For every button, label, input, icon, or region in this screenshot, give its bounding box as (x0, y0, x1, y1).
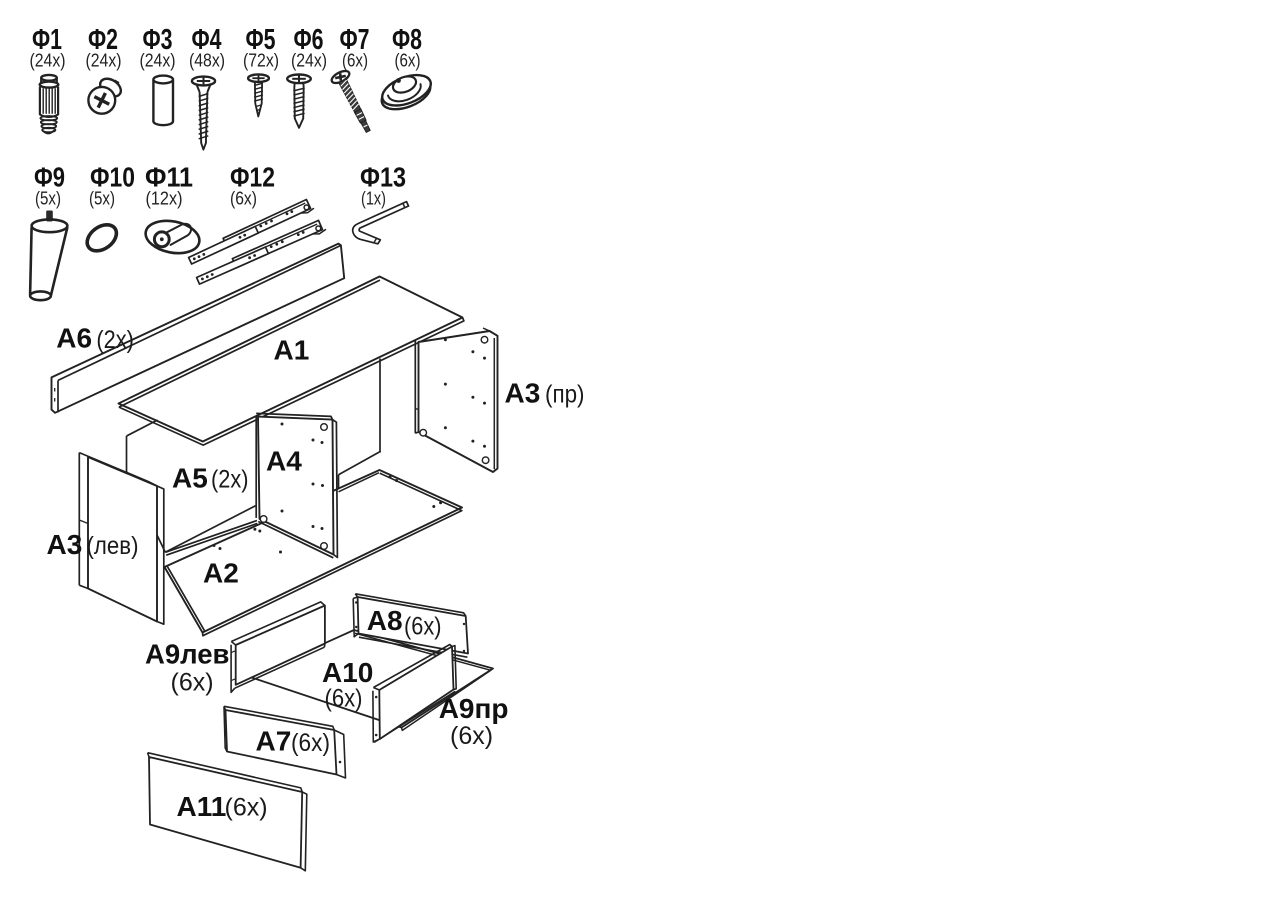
svg-text:(6x): (6x) (225, 794, 268, 822)
svg-text:(6x): (6x) (230, 188, 257, 209)
svg-text:(1x): (1x) (361, 188, 386, 209)
svg-text:Ф11: Ф11 (145, 162, 193, 193)
svg-text:(48x): (48x) (189, 50, 225, 71)
svg-text:A3: A3 (47, 529, 83, 560)
svg-text:(72x): (72x) (243, 50, 279, 71)
svg-text:(24x): (24x) (140, 50, 176, 71)
svg-text:(2x): (2x) (211, 466, 249, 494)
svg-text:(6x): (6x) (171, 669, 214, 697)
svg-text:A2: A2 (203, 558, 239, 589)
svg-text:(пр): (пр) (545, 381, 585, 409)
svg-text:Ф13: Ф13 (360, 162, 406, 193)
svg-text:Ф6: Ф6 (294, 24, 324, 56)
svg-text:A9лев: A9лев (145, 639, 229, 670)
svg-text:(6x): (6x) (291, 729, 330, 757)
svg-text:A7: A7 (256, 726, 292, 757)
svg-text:Ф3: Ф3 (143, 24, 173, 56)
svg-text:A9пр: A9пр (439, 693, 509, 724)
svg-text:(5x): (5x) (89, 188, 115, 209)
svg-text:Ф1: Ф1 (32, 24, 62, 56)
svg-text:A8: A8 (367, 605, 403, 636)
svg-text:(6x): (6x) (404, 613, 442, 641)
svg-text:A3: A3 (505, 378, 541, 409)
svg-text:(24x): (24x) (291, 50, 327, 71)
svg-text:(лев): (лев) (87, 532, 139, 560)
svg-text:(24x): (24x) (30, 50, 66, 71)
svg-text:(12x): (12x) (146, 188, 183, 209)
svg-text:Ф10: Ф10 (90, 162, 135, 193)
svg-text:Ф4: Ф4 (192, 24, 222, 56)
svg-text:A6: A6 (56, 323, 92, 354)
svg-text:(6x): (6x) (342, 50, 368, 71)
svg-text:(5x): (5x) (35, 188, 61, 209)
svg-text:Ф9: Ф9 (34, 162, 65, 193)
svg-text:(24x): (24x) (86, 50, 122, 71)
svg-text:(6x): (6x) (325, 685, 363, 713)
svg-text:Ф5: Ф5 (246, 24, 276, 56)
svg-text:Ф2: Ф2 (88, 24, 118, 56)
svg-text:(2x): (2x) (96, 326, 133, 354)
svg-text:A4: A4 (266, 446, 302, 477)
svg-text:A1: A1 (274, 335, 310, 366)
svg-text:A11: A11 (177, 791, 227, 822)
svg-text:Ф12: Ф12 (230, 162, 275, 193)
svg-text:(6x): (6x) (450, 722, 493, 750)
svg-text:A5: A5 (172, 463, 208, 494)
svg-text:Ф8: Ф8 (392, 24, 422, 56)
svg-text:(6x): (6x) (395, 50, 421, 71)
svg-text:Ф7: Ф7 (340, 24, 370, 56)
svg-text:A10: A10 (322, 657, 373, 688)
